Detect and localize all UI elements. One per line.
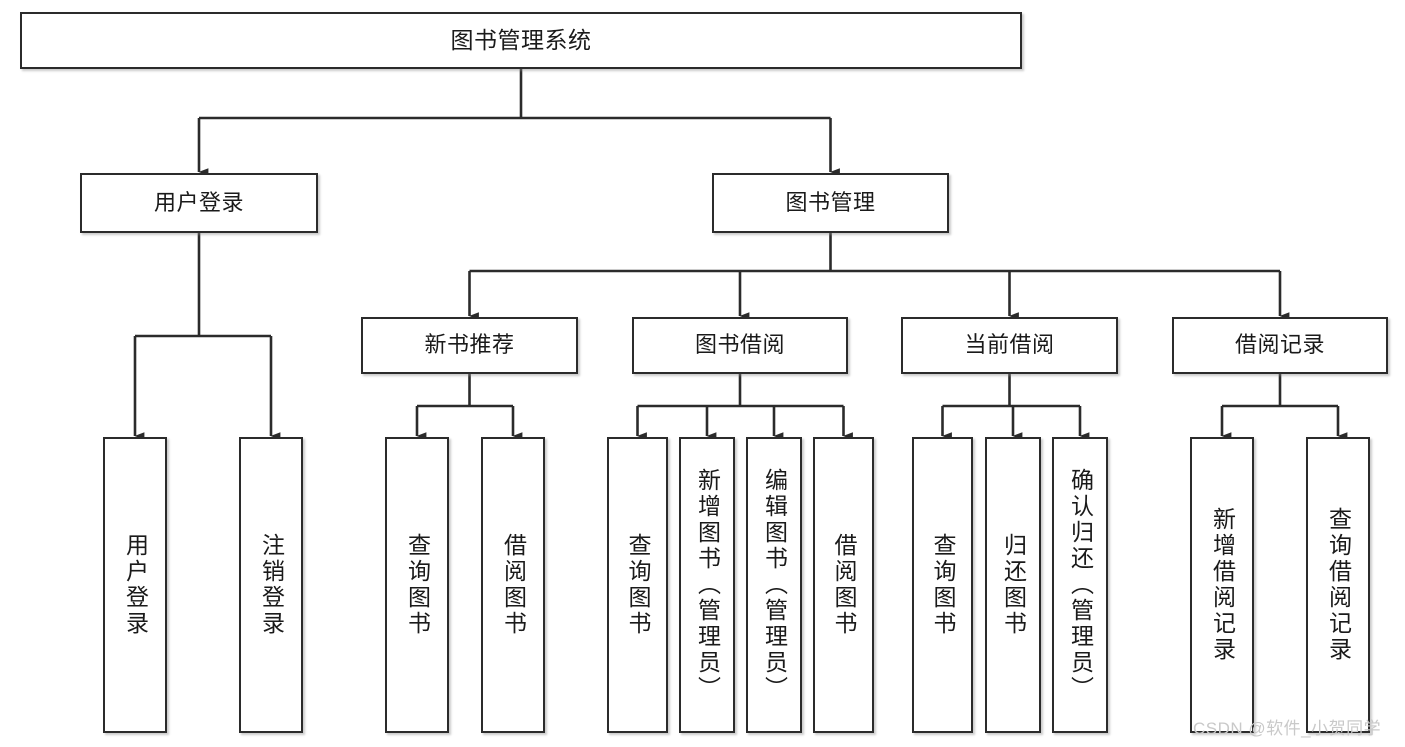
node-label: 编辑图书（管理员）	[761, 468, 788, 702]
node-label: 新增图书（管理员）	[694, 468, 721, 702]
node-leaf-user-login[interactable]: 用户登录	[103, 437, 167, 733]
node-leaf-query-1[interactable]: 查询图书	[385, 437, 449, 733]
node-leaf-borrow-2[interactable]: 借阅图书	[813, 437, 874, 733]
node-borrow-record[interactable]: 借阅记录	[1172, 317, 1388, 374]
node-label: 查询图书	[930, 533, 956, 637]
node-label: 查询图书	[404, 533, 431, 637]
node-leaf-confirm[interactable]: 确认归还（管理员）	[1052, 437, 1108, 733]
node-label: 图书管理系统	[450, 26, 592, 53]
node-label: 用户登录	[153, 189, 244, 215]
csdn-watermark: CSDN @软件_小贺同学	[1193, 719, 1382, 738]
node-label: 当前借阅	[964, 332, 1055, 358]
node-leaf-qry-record[interactable]: 查询借阅记录	[1306, 437, 1370, 733]
node-book-borrow[interactable]: 图书借阅	[632, 317, 848, 374]
node-label: 借阅记录	[1234, 332, 1325, 358]
node-leaf-logout[interactable]: 注销登录	[239, 437, 303, 733]
node-current-borrow[interactable]: 当前借阅	[901, 317, 1118, 374]
node-label: 新增借阅记录	[1209, 507, 1236, 663]
node-user-login[interactable]: 用户登录	[80, 173, 318, 233]
node-label: 确认归还（管理员）	[1067, 468, 1094, 702]
node-label: 借阅图书	[500, 533, 527, 637]
node-label: 查询借阅记录	[1325, 507, 1352, 663]
node-book-manage[interactable]: 图书管理	[712, 173, 949, 233]
node-label: 注销登录	[258, 533, 285, 637]
node-label: 图书管理	[785, 189, 876, 215]
node-label: 查询图书	[625, 533, 651, 637]
node-leaf-borrow-1[interactable]: 借阅图书	[481, 437, 545, 733]
node-label: 借阅图书	[831, 533, 857, 637]
edge-group	[133, 69, 1348, 440]
node-label: 新书推荐	[424, 332, 515, 358]
node-label: 图书借阅	[694, 332, 785, 358]
node-label: 归还图书	[1000, 533, 1027, 637]
node-leaf-edit-book[interactable]: 编辑图书（管理员）	[746, 437, 802, 733]
node-root[interactable]: 图书管理系统	[20, 12, 1022, 69]
node-leaf-return[interactable]: 归还图书	[985, 437, 1041, 733]
node-leaf-add-record[interactable]: 新增借阅记录	[1190, 437, 1254, 733]
node-leaf-query-3[interactable]: 查询图书	[912, 437, 973, 733]
node-leaf-query-2[interactable]: 查询图书	[607, 437, 668, 733]
node-new-book-rec[interactable]: 新书推荐	[361, 317, 578, 374]
node-leaf-add-book[interactable]: 新增图书（管理员）	[679, 437, 735, 733]
node-label: 用户登录	[122, 533, 149, 637]
